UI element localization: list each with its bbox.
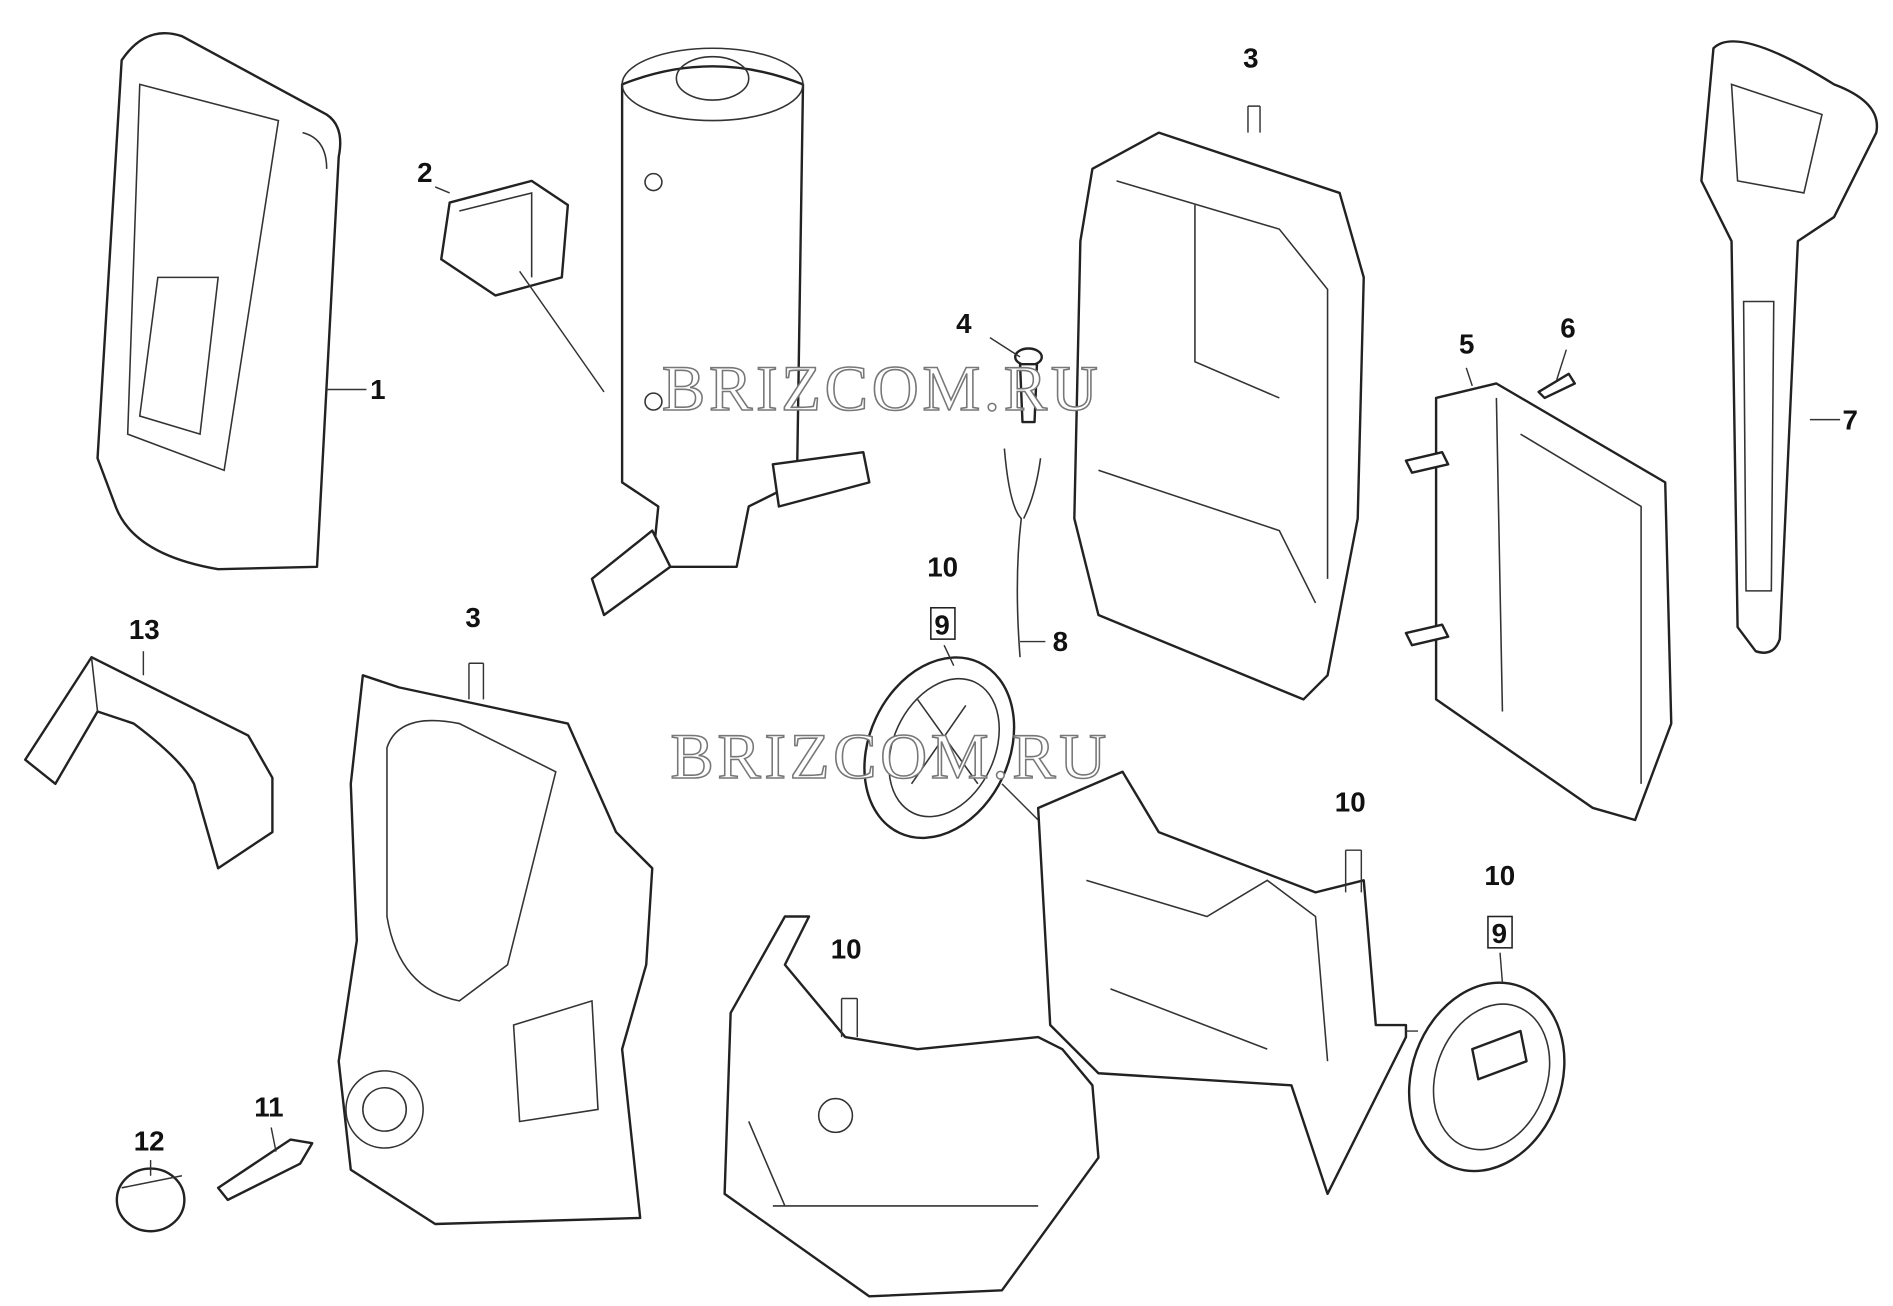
part-5-plate [1404,382,1673,822]
part-4-screw [1014,347,1043,424]
pump-motor-assembly [590,47,871,617]
part-12-knob [115,1167,186,1233]
part-10-wheel-left [863,656,1016,840]
part-10-base [723,915,1100,1298]
callout-3: 3 [1243,43,1258,74]
part-10-wheel-right [1407,981,1566,1173]
callout-10: 10 [927,551,958,582]
part-11-lever [216,1138,314,1202]
leader-lines [142,105,1841,1176]
part-6-screw [1537,372,1576,400]
callout-9-box [1487,915,1513,949]
callout-13: 13 [129,614,160,645]
part-7-handle [1700,40,1879,654]
part-8-cable [1003,448,1042,658]
part-1-front-cover [96,31,342,571]
part-10-frame [1036,770,1408,1196]
watermark: BRIZCOM.RU [662,353,1102,425]
callout-6: 6 [1560,313,1575,344]
callout-10: 10 [1335,787,1366,818]
part-13-carry-handle [23,656,274,870]
callout-11: 11 [254,1092,283,1123]
part-2-switch [440,179,570,297]
callout-3: 3 [465,602,480,633]
callout-2: 2 [417,157,432,188]
part-3-front-housing [337,674,654,1226]
callout-9-box [930,606,956,640]
callout-7: 7 [1842,404,1857,435]
callout-9: 9 [1492,918,1507,949]
part-3-rear-housing [1073,131,1365,701]
callout-5: 5 [1459,328,1474,359]
callout-10: 10 [1484,860,1515,891]
callout-12: 12 [134,1125,165,1156]
callout-10: 10 [831,934,862,965]
callout-8: 8 [1053,626,1068,657]
watermark: BRIZCOM.RU [670,721,1110,793]
callout-4: 4 [956,308,972,339]
callout-9: 9 [934,609,949,640]
callout-1: 1 [370,374,385,405]
